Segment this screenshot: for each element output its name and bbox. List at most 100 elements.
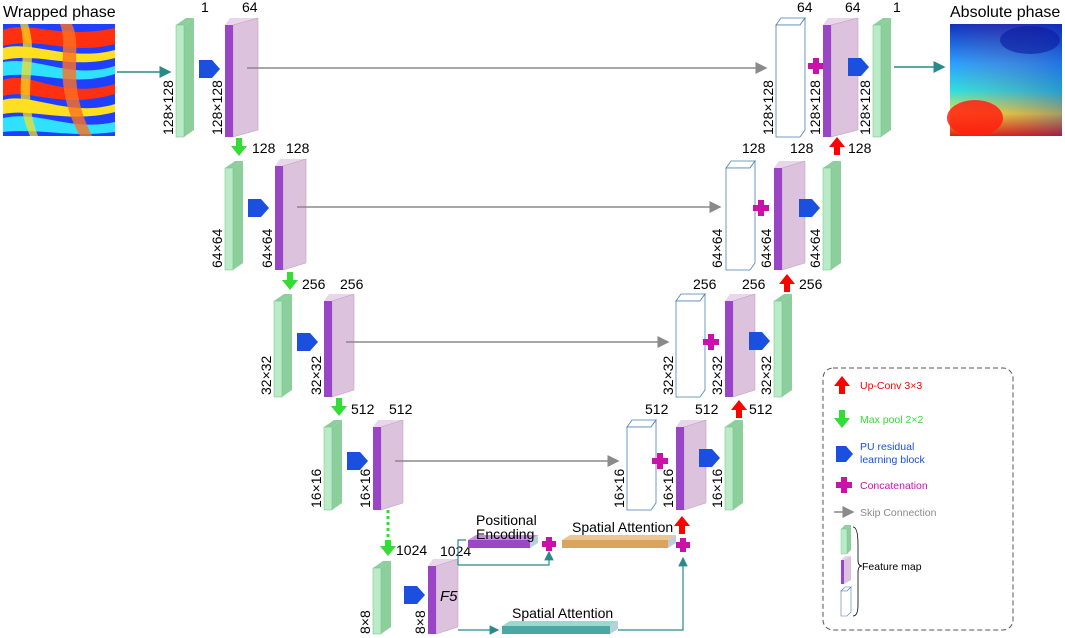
dec4-size-c: 16×16 xyxy=(709,468,725,508)
legend-green-map xyxy=(840,525,851,555)
enc3-purple-map xyxy=(324,293,355,398)
up1-ch: 128 xyxy=(848,140,872,156)
dec2-white-map xyxy=(725,159,756,271)
dec3-size-a: 32×32 xyxy=(660,355,676,395)
up3-ch: 512 xyxy=(749,401,773,417)
level-3: 256 256 32×32 32×32 256 xyxy=(258,272,823,398)
up-conv-arrow xyxy=(829,137,845,155)
concat-plus-4 xyxy=(652,453,668,469)
dec2-size-b: 64×64 xyxy=(758,228,774,268)
enc1-green-map xyxy=(175,18,194,138)
dec2-ch: 128 xyxy=(790,140,814,156)
dec4-white-map xyxy=(626,418,657,511)
pu-block-arrow xyxy=(248,199,269,217)
sa-bottom-out xyxy=(618,556,688,631)
pool1-ch: 128 xyxy=(252,140,276,156)
dec3-white-map xyxy=(675,292,706,398)
output-title: Absolute phase xyxy=(950,4,1060,21)
legend-maxpool-label: Max pool 2×2 xyxy=(860,414,923,426)
enc2-ch-out: 128 xyxy=(286,140,310,156)
dec1-ch: 64 xyxy=(845,0,861,15)
pe-connector xyxy=(457,539,466,565)
bottleneck-size-b: 8×8 xyxy=(412,610,428,634)
enc1-purple-map xyxy=(225,17,259,138)
dec4-size-b: 16×16 xyxy=(660,468,676,508)
dec1-purple-map xyxy=(823,17,859,138)
enc1-ch-out: 64 xyxy=(242,0,258,15)
legend-upconv-icon xyxy=(834,376,850,394)
bottleneck-green-map xyxy=(372,561,391,635)
pool2-ch: 256 xyxy=(302,276,326,292)
bottleneck-purple-map xyxy=(428,558,459,635)
dec3-skip-ch: 256 xyxy=(693,276,717,292)
pu-block-arrow xyxy=(699,449,720,467)
legend-pu-label-2: learning block xyxy=(860,454,926,466)
dec1-size-b: 128×128 xyxy=(807,80,823,135)
dec3-green-map xyxy=(773,294,792,398)
concat-plus-sa xyxy=(676,538,690,552)
dec1-size-a: 128×128 xyxy=(760,80,776,135)
legend-concat-label: Concatenation xyxy=(860,480,928,492)
dec3-size-c: 32×32 xyxy=(758,355,774,395)
spatial-attention-top-bar xyxy=(562,535,676,548)
dec1-size-c: 128×128 xyxy=(857,80,873,135)
legend-pu-label-1: PU residual xyxy=(860,441,914,453)
pool3-ch: 512 xyxy=(351,401,375,417)
up-conv-arrow xyxy=(731,400,747,418)
enc1-size-a: 128×128 xyxy=(160,80,176,135)
pu-block-arrow xyxy=(749,332,770,350)
legend-concat-icon xyxy=(836,477,852,493)
legend-skip-label: Skip Connection xyxy=(860,507,937,519)
legend-feature-map-label: Feature map xyxy=(862,561,922,573)
enc2-purple-map xyxy=(275,158,307,271)
pu-block-arrow xyxy=(848,58,869,76)
enc1-ch-in: 1 xyxy=(201,0,209,15)
dec1-out-ch: 1 xyxy=(893,0,901,15)
dec3-purple-map xyxy=(725,293,756,398)
legend-upconv-label: Up-Conv 3×3 xyxy=(860,380,922,392)
level-1: 1 64 128×128 128×128 64 64 1 128×128 128… xyxy=(160,0,901,138)
dec1-green-map xyxy=(872,18,891,138)
dec2-purple-map xyxy=(774,160,806,271)
input-title: Wrapped phase xyxy=(3,4,116,21)
dec4-ch: 512 xyxy=(695,401,719,417)
legend-white-map xyxy=(840,586,852,617)
concat-plus-1 xyxy=(808,58,824,74)
dec2-size-c: 64×64 xyxy=(807,228,823,268)
spatial-attention-top-label: Spatial Attention xyxy=(572,519,673,535)
enc3-size-a: 32×32 xyxy=(258,355,274,395)
dec4-skip-ch: 512 xyxy=(645,401,669,417)
bottleneck-ch-in: 1024 xyxy=(396,542,427,558)
dec3-ch: 256 xyxy=(742,276,766,292)
enc4-ch-out: 512 xyxy=(389,401,413,417)
absolute-phase-image xyxy=(947,24,1062,136)
legend-maxpool-icon xyxy=(834,410,850,428)
concat-plus-3 xyxy=(703,334,719,350)
spatial-attention-bottom-label: Spatial Attention xyxy=(512,605,613,621)
pu-block-arrow xyxy=(297,333,318,351)
max-pool-arrow xyxy=(231,138,247,156)
pu-block-arrow xyxy=(199,60,220,78)
enc2-size-b: 64×64 xyxy=(259,228,275,268)
legend: Up-Conv 3×3 Max pool 2×2 PU residual lea… xyxy=(822,367,1014,631)
max-pool-arrow xyxy=(380,540,396,556)
max-pool-arrow xyxy=(331,398,347,416)
dec4-green-map xyxy=(724,420,743,511)
legend-purple-map xyxy=(841,556,851,584)
legend-box xyxy=(822,367,1014,631)
f5-label: F5 xyxy=(440,588,458,605)
enc4-size-b: 16×16 xyxy=(357,468,373,508)
pu-block-arrow xyxy=(799,199,820,217)
dec2-green-map xyxy=(822,161,841,271)
dec1-white-map xyxy=(775,16,806,138)
concat-plus-2 xyxy=(753,200,769,216)
dec1-skip-ch: 64 xyxy=(797,0,813,15)
pu-block-arrow xyxy=(404,586,425,604)
wrapped-phase-image xyxy=(3,24,115,136)
legend-brace xyxy=(852,526,863,617)
up2-ch: 256 xyxy=(799,276,823,292)
up-conv-arrow xyxy=(779,274,795,292)
bottleneck-size-a: 8×8 xyxy=(357,610,373,634)
concat-plus-pe xyxy=(542,537,556,551)
